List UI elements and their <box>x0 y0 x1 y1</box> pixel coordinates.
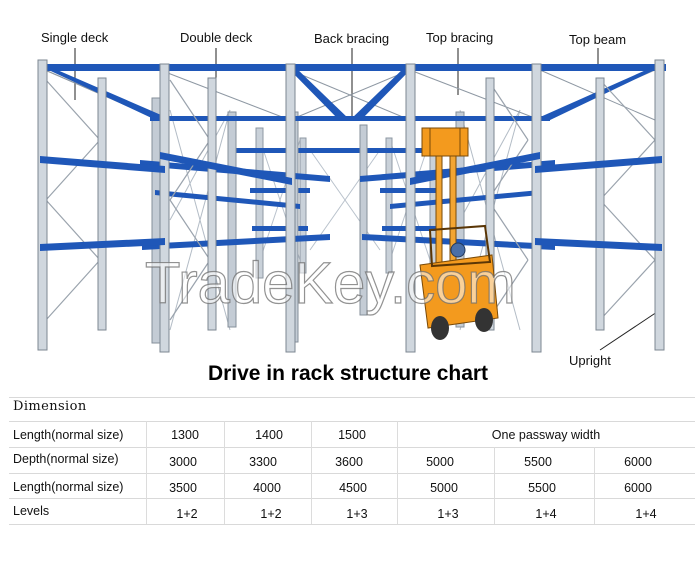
table-column-divider <box>224 421 225 524</box>
forklift-illustration <box>419 127 499 340</box>
table-cell: 3000 <box>169 455 197 469</box>
table-cell: 3600 <box>335 455 363 469</box>
table-cell: 4000 <box>253 481 281 495</box>
table-cell: 3300 <box>249 455 277 469</box>
table-row: Depth(normal size) 3000 3300 3600 5000 5… <box>9 447 695 473</box>
chart-title: Drive in rack structure chart <box>207 362 489 385</box>
table-cell: 4500 <box>339 481 367 495</box>
table-column-divider <box>146 421 147 524</box>
table-divider <box>9 473 695 474</box>
row-label: Length(normal size) <box>13 428 124 442</box>
table-cell: 6000 <box>624 481 652 495</box>
row-label: Levels <box>13 504 50 518</box>
callout-double-deck: Double deck <box>180 30 253 45</box>
dimension-table: Dimension Length(normal size) 1300 1400 … <box>9 397 695 527</box>
table-row: Levels 1+2 1+2 1+3 1+3 1+4 1+4 <box>9 498 695 524</box>
table-cell: 5500 <box>524 455 552 469</box>
table-column-divider <box>397 421 398 524</box>
table-cell: 1400 <box>255 428 283 442</box>
table-cell: 1+2 <box>176 507 198 521</box>
callout-top-beam: Top beam <box>569 32 627 47</box>
watermark-text: TradeKey.com <box>144 250 516 316</box>
table-column-divider <box>594 447 595 524</box>
table-cell: 6000 <box>624 455 652 469</box>
table-divider <box>9 421 695 422</box>
table-cell: 1500 <box>338 428 366 442</box>
table-cell: 1+4 <box>635 507 657 521</box>
table-row: Length(normal size) 1300 1400 1500 One p… <box>9 421 695 447</box>
table-cell: 5000 <box>426 455 454 469</box>
table-divider <box>9 498 695 499</box>
table-divider <box>9 447 695 448</box>
row-label: Length(normal size) <box>13 480 124 494</box>
callout-upright: Upright <box>569 353 611 368</box>
table-column-divider <box>494 447 495 524</box>
callout-back-bracing: Back bracing <box>314 31 390 46</box>
table-row: Length(normal size) 3500 4000 4500 5000 … <box>9 473 695 499</box>
table-cell: 1+4 <box>535 507 557 521</box>
rack-illustration <box>37 48 666 353</box>
table-heading: Dimension <box>13 399 87 414</box>
table-cell: 5000 <box>430 481 458 495</box>
table-cell: 1+3 <box>346 507 368 521</box>
table-column-divider <box>311 421 312 524</box>
rack-diagram: TradeKey.com Single deck Double deck Bac… <box>37 30 666 368</box>
table-divider <box>9 524 695 525</box>
table-cell: One passway width <box>491 428 601 442</box>
table-cell: 1+3 <box>437 507 459 521</box>
leader-lines <box>74 48 661 351</box>
table-border-top <box>9 397 695 398</box>
table-cell: 1300 <box>171 428 199 442</box>
callout-top-bracing: Top bracing <box>426 30 494 45</box>
callout-single-deck: Single deck <box>41 30 109 45</box>
table-cell: 3500 <box>169 481 197 495</box>
table-cell: 5500 <box>528 481 556 495</box>
row-label: Depth(normal size) <box>13 452 119 466</box>
table-cell: 1+2 <box>260 507 282 521</box>
